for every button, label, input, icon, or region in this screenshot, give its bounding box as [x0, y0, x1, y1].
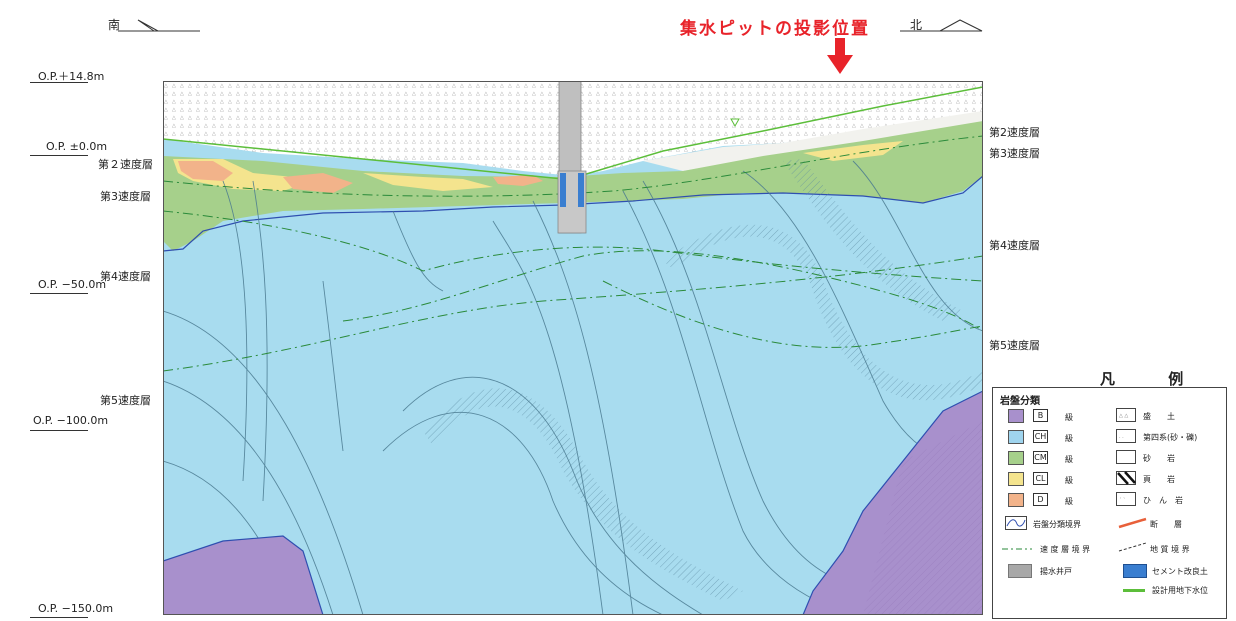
svg-text:△ △: △ △ — [1119, 413, 1128, 419]
legend-rock-boundary-icon — [1005, 516, 1027, 530]
legend-sandstone-icon — [1116, 450, 1136, 464]
left-layer-4: 第4速度層 — [100, 270, 151, 283]
right-layer-2: 第2速度層 — [989, 126, 1040, 139]
legend-box-ch: CH — [1033, 430, 1048, 443]
legend-swatch-d — [1008, 493, 1024, 507]
legend-porphyrite-icon: ˊ ˋ — [1116, 492, 1136, 506]
south-direction: 南 — [108, 14, 120, 33]
north-arrow-icon — [900, 19, 983, 32]
legend-box-d: D — [1033, 493, 1048, 506]
legend-swatch-cl — [1008, 472, 1024, 486]
b-class-left — [163, 536, 323, 615]
south-arrow-icon — [118, 19, 200, 32]
north-direction: 北 — [910, 14, 922, 33]
legend-box — [992, 387, 1227, 619]
pit-projection-label: 集水ピットの投影位置 — [680, 19, 870, 39]
legend-fault-icon — [1118, 517, 1147, 529]
cement-improvement-right — [578, 173, 584, 207]
legend-groundwater-swatch — [1123, 589, 1145, 592]
south-label: 南 — [108, 18, 121, 32]
right-layer-5: 第5速度層 — [989, 339, 1040, 352]
legend-rock-class-heading: 岩盤分類 — [1000, 396, 1040, 407]
legend-geologic-boundary-icon — [1118, 542, 1147, 552]
left-layer-2: 第２速度層 — [98, 158, 153, 171]
legend-box-cm: CM — [1033, 451, 1048, 464]
legend-title: 凡 例 — [1100, 370, 1208, 388]
geologic-cross-section: △ — [163, 81, 983, 615]
legend-quaternary-icon: · · — [1116, 429, 1136, 443]
svg-text:ˊ ˋ: ˊ ˋ — [1119, 498, 1126, 504]
svg-text:· ·: · · — [1119, 435, 1124, 441]
elevation-top: O.P.＋14.8m — [38, 70, 105, 83]
legend-swatch-b — [1008, 409, 1024, 423]
legend-box-cl: CL — [1033, 472, 1048, 485]
legend-swatch-ch — [1008, 430, 1024, 444]
elevation-zero: O.P. ±0.0m — [46, 140, 108, 153]
elevation-minus-150: O.P. −150.0m — [38, 602, 114, 615]
north-label: 北 — [910, 18, 923, 32]
cement-improvement-left — [560, 173, 566, 207]
right-layer-4: 第4速度層 — [989, 239, 1040, 252]
left-layer-3: 第3速度層 — [100, 190, 151, 203]
legend-swatch-cm — [1008, 451, 1024, 465]
legend-box-b: B — [1033, 409, 1048, 422]
left-layer-5: 第5速度層 — [100, 394, 151, 407]
right-layer-3: 第3速度層 — [989, 147, 1040, 160]
legend-cement-swatch — [1123, 564, 1147, 578]
down-arrow-icon — [827, 38, 853, 74]
elevation-minus-50: O.P. −50.0m — [38, 278, 107, 291]
elevation-minus-100: O.P. −100.0m — [33, 414, 109, 427]
legend-well-swatch — [1008, 564, 1032, 578]
legend-shale-icon — [1116, 471, 1136, 485]
legend-fill-icon: △ △ — [1116, 408, 1136, 422]
legend-velocity-boundary-icon — [1002, 548, 1032, 550]
